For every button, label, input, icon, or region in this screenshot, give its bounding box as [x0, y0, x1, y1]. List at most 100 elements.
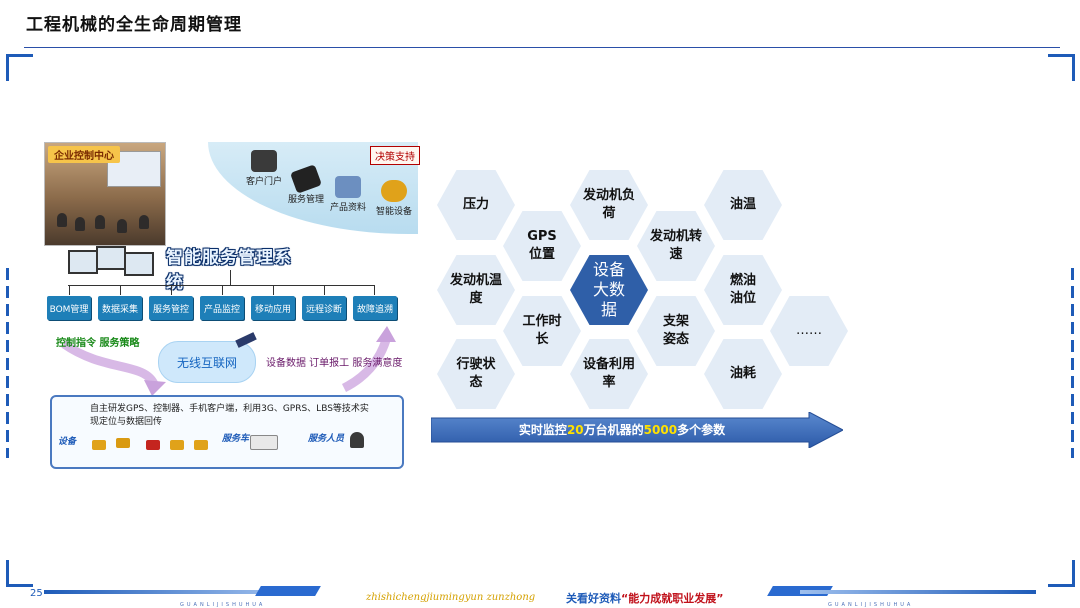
- hex-label: 设备利用率: [582, 357, 635, 390]
- page-number: 25: [30, 588, 43, 599]
- corner-bracket-top-left: [6, 54, 33, 81]
- control-instruction-text: 控制指令 服务策略: [56, 338, 140, 349]
- service-staff-icon: [350, 432, 364, 448]
- hex-driving-status: 行驶状态: [437, 339, 515, 409]
- corner-bracket-top-right: [1048, 54, 1075, 81]
- hex-fuel-consumption: 油耗: [704, 339, 782, 409]
- module-product-monitoring: 产品监控: [200, 296, 244, 320]
- arc-item-service-management: 服务管理: [284, 164, 328, 205]
- service-staff-label: 服务人员: [308, 434, 345, 444]
- hex-engine-temperature: 发动机温度: [437, 255, 515, 325]
- slide-title: 工程机械的全生命周期管理: [26, 15, 242, 35]
- crane-icon: [116, 438, 130, 448]
- arc-item-smart-device: 智能设备: [372, 180, 416, 217]
- person-figure: [139, 215, 149, 229]
- network-label: 无线互联网: [176, 355, 237, 370]
- hex-working-hours: 工作时长: [503, 296, 581, 366]
- title-divider: [24, 47, 1060, 48]
- monitor-icon: [96, 246, 126, 270]
- monitor-group: [66, 246, 154, 276]
- terminal-description: 自主研发GPS、控制器、手机客户端，利用3G、GPRS、LBS等技术实现定位与数…: [90, 404, 369, 427]
- person-figure: [75, 217, 85, 231]
- arc-item-product-docs: 产品资料: [326, 176, 370, 213]
- hex-label: 支架姿态: [662, 314, 689, 347]
- tree-connector: [120, 285, 121, 295]
- module-data-collection: 数据采集: [98, 296, 142, 320]
- tree-connector: [230, 270, 231, 285]
- footer-bar-right: [800, 590, 1036, 594]
- corner-bracket-bottom-left: [6, 560, 33, 587]
- monitor-icon: [124, 252, 154, 276]
- arrow-head: [144, 380, 166, 396]
- hex-fuel-level: 燃油油位: [704, 255, 782, 325]
- hex-label: 发动机负荷: [583, 188, 636, 221]
- footer-tiny-text-right: GUANLIJISHUHUA: [828, 602, 914, 608]
- footer-slogan: 关看好资料“能力成就职业发展”: [566, 590, 723, 606]
- banner-mid: 万台机器的: [583, 423, 644, 437]
- footer-accent-left: [255, 586, 321, 596]
- arc-item-label: 产品资料: [329, 203, 366, 213]
- banner-param-count: 5000: [643, 423, 678, 437]
- hex-more: ……: [770, 296, 848, 366]
- person-figure: [95, 215, 105, 229]
- service-vehicle-icon: [250, 435, 278, 450]
- tree-connector: [171, 285, 172, 295]
- module-service-control: 服务管控: [149, 296, 193, 320]
- corner-bracket-bottom-right: [1048, 560, 1075, 587]
- hex-label: 工作时长: [522, 314, 562, 347]
- slogan-prefix: 关看好资料: [566, 592, 621, 605]
- device-terminal-box: [50, 395, 404, 469]
- right-side-dashes: [1071, 268, 1074, 458]
- device-data-text: 设备数据 订单报工 服务满意度: [266, 358, 403, 369]
- monitor-icon: [68, 250, 98, 274]
- gear-icon: [381, 180, 407, 202]
- realtime-monitor-arrow: [431, 412, 843, 448]
- upward-flow-arrow: [341, 338, 391, 393]
- downward-flow-arrow: [61, 340, 159, 387]
- excavator-icon: [92, 440, 106, 450]
- tree-connector: [222, 285, 223, 295]
- person-figure: [57, 213, 67, 227]
- footer-bar-left: [44, 590, 284, 594]
- wireless-network-cloud: 无线互联网: [158, 341, 256, 383]
- person-figure: [117, 219, 127, 233]
- hex-oil-temperature: 油温: [704, 170, 782, 240]
- hex-equipment-big-data: 设备大数据: [570, 255, 648, 325]
- service-vehicle-label: 服务车: [222, 434, 250, 444]
- banner-suffix: 多个参数: [677, 423, 726, 437]
- module-mobile-app: 移动应用: [251, 296, 295, 320]
- tree-connector: [69, 285, 70, 295]
- phone-icon: [290, 164, 322, 194]
- hex-pressure: 压力: [437, 170, 515, 240]
- module-remote-diagnosis: 远程诊断: [302, 296, 346, 320]
- decision-support-tag: 决策支持: [370, 146, 420, 165]
- truck-icon: [146, 440, 160, 450]
- equipment-label: 设备: [58, 437, 77, 447]
- chart-icon: [335, 176, 361, 198]
- control-center-label: 企业控制中心: [48, 146, 120, 163]
- arc-item-label: 服务管理: [287, 195, 324, 205]
- hex-center-label: 设备大数据: [592, 260, 625, 319]
- hex-engine-speed: 发动机转速: [637, 211, 715, 281]
- left-side-dashes: [6, 268, 9, 458]
- module-bom: BOM管理: [47, 296, 91, 320]
- tree-connector: [273, 285, 274, 295]
- tree-connector: [374, 285, 375, 295]
- loader-icon: [170, 440, 184, 450]
- arc-item-label: 客户门户: [245, 177, 282, 187]
- hex-boom-posture: 支架姿态: [637, 296, 715, 366]
- footer-tiny-text-left: GUANLIJISHUHUA: [180, 602, 266, 608]
- hex-label: 发动机转速: [650, 229, 703, 262]
- hex-label: 行驶状态: [456, 357, 496, 390]
- system-title: 智能服务管理系统: [166, 248, 292, 293]
- hex-label: 发动机温度: [450, 273, 503, 306]
- footer-script-text: zhishichengjiumingyun zunzhong: [366, 592, 536, 603]
- module-fault-tracing: 故障追溯: [353, 296, 397, 320]
- hex-label: 燃油油位: [729, 273, 756, 306]
- tree-connector: [324, 285, 325, 295]
- slogan-quote: “能力成就职业发展”: [621, 592, 724, 605]
- banner-prefix: 实时监控: [518, 423, 567, 437]
- banner-machine-count: 20: [566, 423, 584, 437]
- hex-engine-load: 发动机负荷: [570, 170, 648, 240]
- arc-item-label: 智能设备: [375, 207, 412, 217]
